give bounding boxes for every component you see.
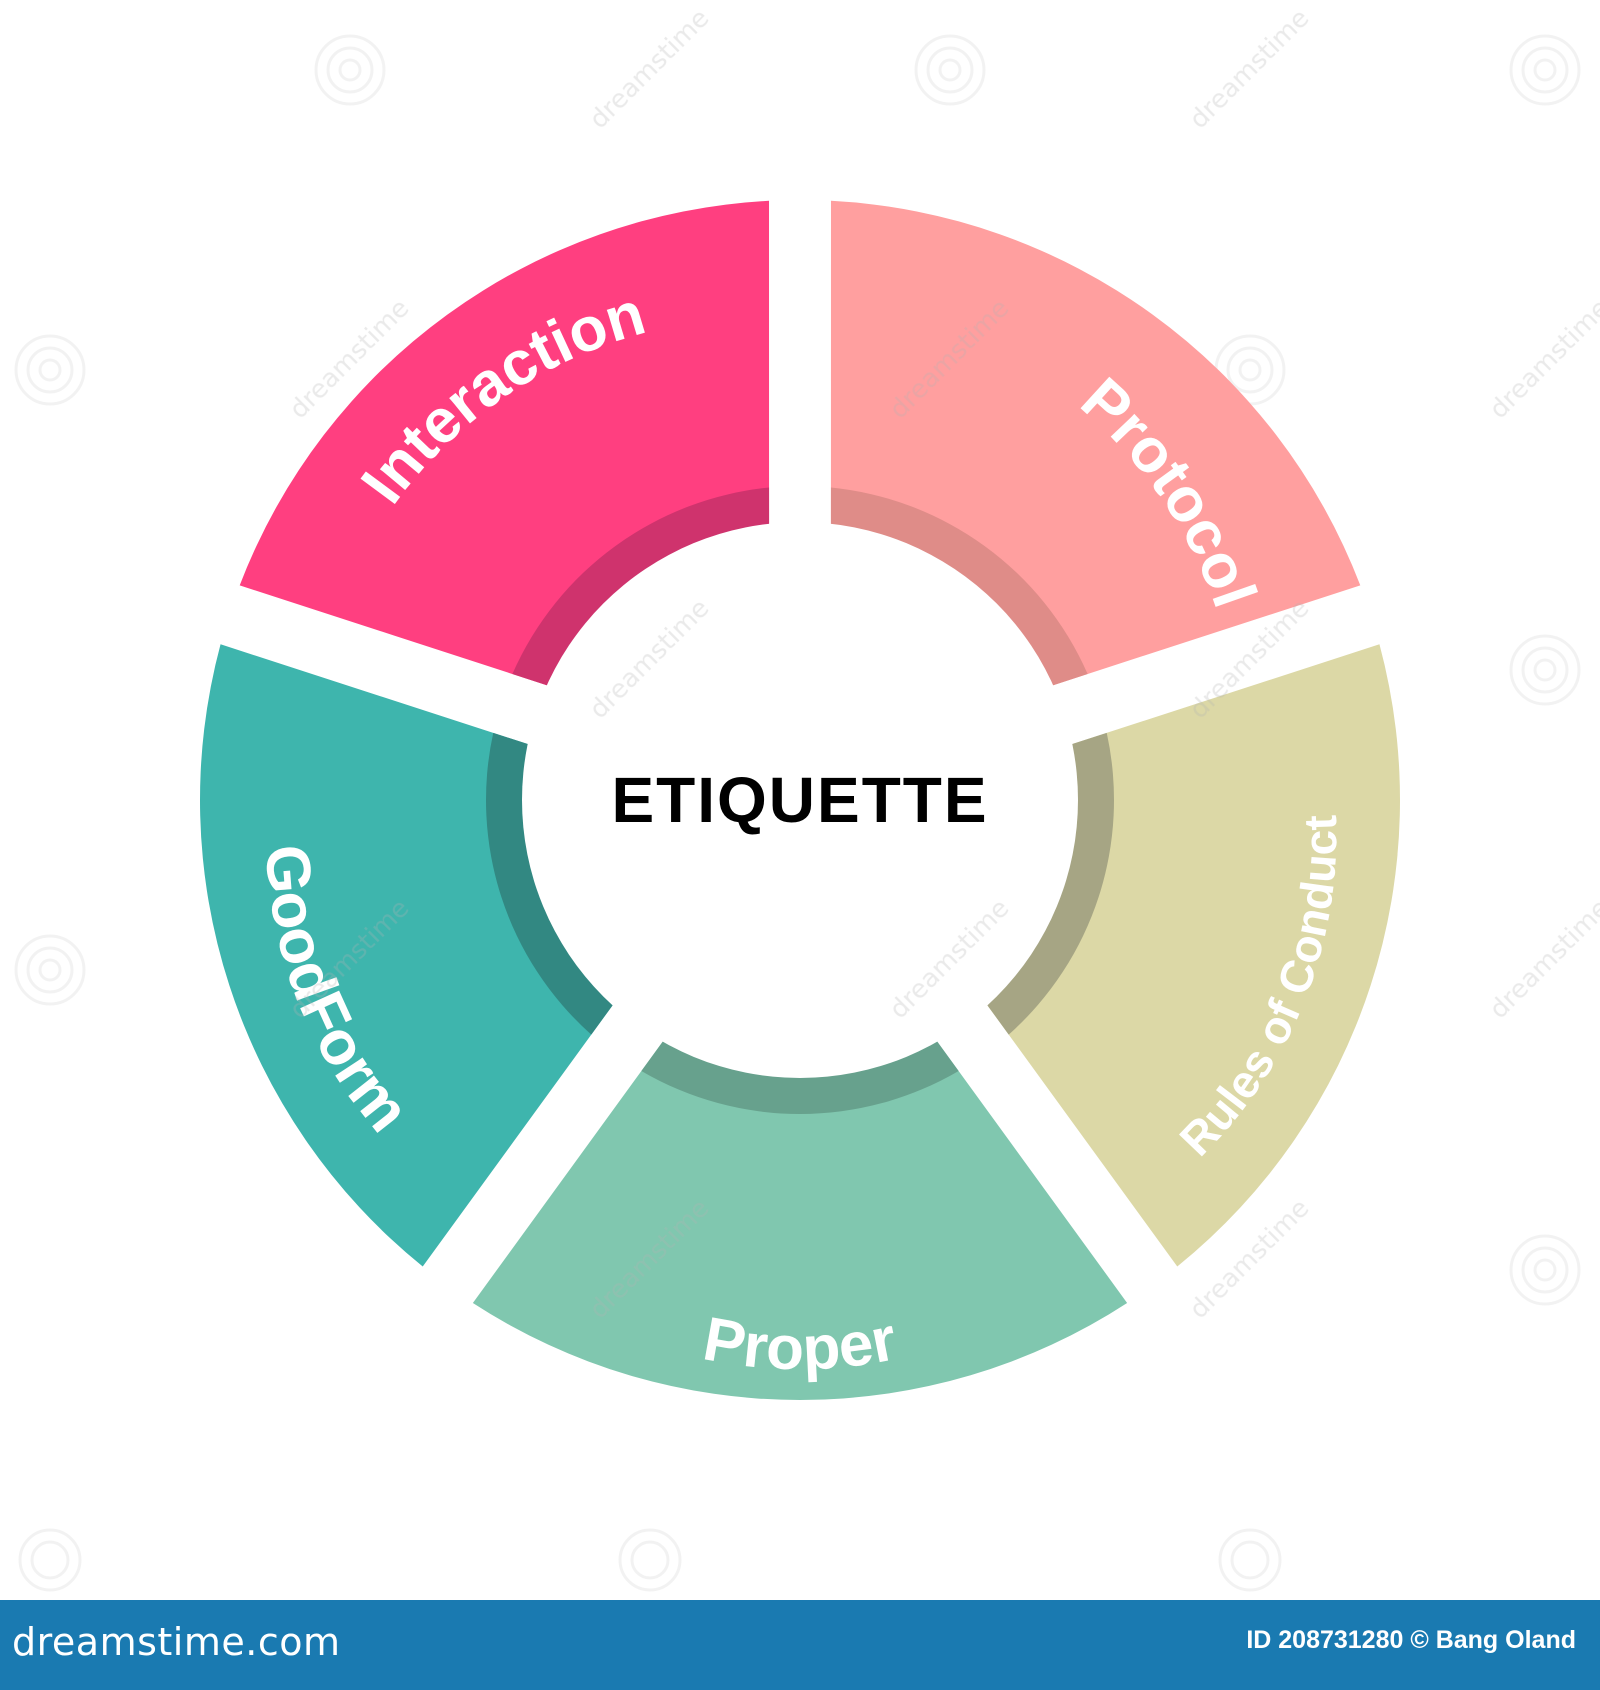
watermark-spiral-icon — [14, 34, 1581, 1592]
watermark-text: dreamstime — [1484, 893, 1600, 1025]
footer-credit: ID 208731280 © Bang Oland — [1246, 1626, 1576, 1654]
watermark-text: dreamstime — [1484, 293, 1600, 425]
segment-proper — [472, 1041, 1128, 1400]
footer-bar: dreamstime.com ID 208731280 © Bang Oland — [0, 1600, 1600, 1690]
footer-logo: dreamstime.com — [12, 1620, 341, 1664]
center-title: ETIQUETTE — [611, 764, 988, 836]
center-circle — [522, 522, 1078, 1078]
segment-shade-goodform — [486, 732, 614, 1035]
watermark-text: dreamstime — [584, 3, 716, 135]
segment-shade-rules-of-conduct — [986, 732, 1115, 1035]
etiquette-diagram: Interaction Protocol Rules of Conduct Pr… — [14, 3, 1600, 1592]
segment-label-proper: Proper — [698, 1304, 902, 1383]
watermark-layer — [14, 34, 1581, 1592]
watermark-text: dreamstime — [1184, 3, 1316, 135]
